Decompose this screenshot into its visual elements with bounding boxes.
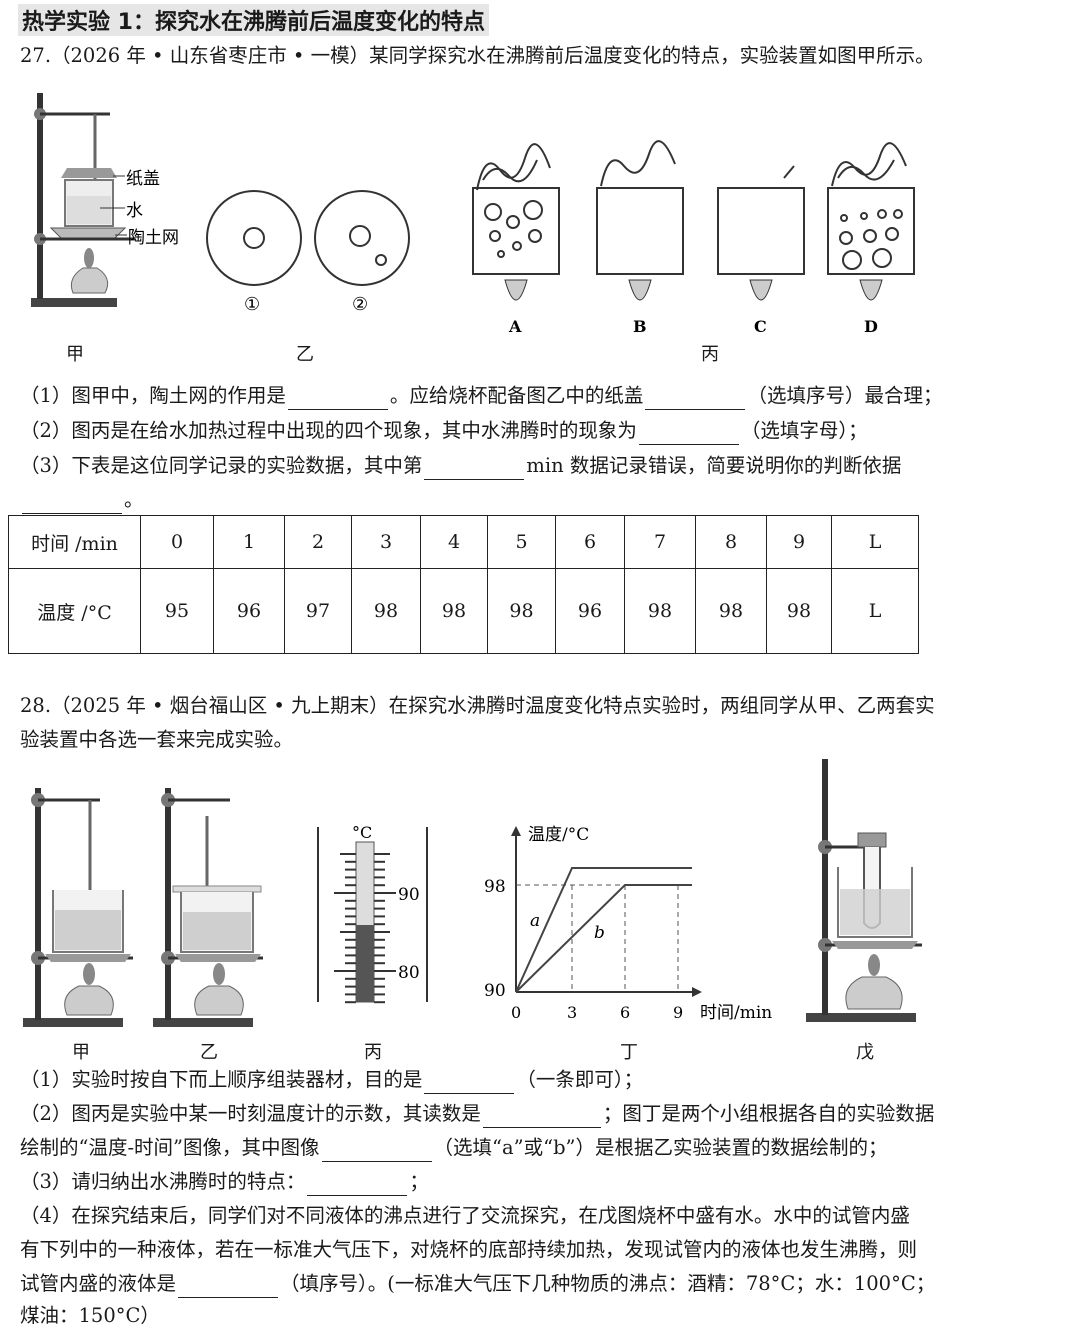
q27-stem: 27.（2026 年 • 山东省枣庄市 • 一模）某同学探究水在沸腾前后温度变化… bbox=[20, 44, 935, 67]
thermo-unit: °C bbox=[352, 823, 372, 842]
q28-sub3: （3）请归纳出水沸腾时的特点：； bbox=[20, 1168, 429, 1196]
caption-q28-jia: 甲 bbox=[72, 1042, 90, 1063]
answer-blank-gauze[interactable] bbox=[287, 389, 388, 410]
q28-figure-apparatus-jia-yi bbox=[23, 788, 263, 1027]
q27-sub1: （1）图甲中，陶土网的作用是。应给烧杯配备图乙中的纸盖（选填序号）最合理； bbox=[20, 382, 942, 410]
table-cell: 0 bbox=[140, 515, 214, 569]
table-cell: 96 bbox=[213, 568, 285, 654]
q27-figure-lids: ① ② bbox=[206, 190, 410, 315]
thermo-mark-80: 80 bbox=[398, 963, 420, 983]
table-cell: 98 bbox=[420, 568, 488, 654]
graph-xtick-9: 9 bbox=[673, 1003, 683, 1022]
graph-xtick-3: 3 bbox=[567, 1003, 577, 1022]
table-cell: 98 bbox=[487, 568, 556, 654]
q27-sub3-cont: 。 bbox=[20, 486, 144, 514]
q28-sub2-cont: 绘制的“温度-时间”图像，其中图像（选填“a”或“b”）是根据乙实验装置的数据绘… bbox=[20, 1134, 888, 1162]
answer-blank-lid[interactable] bbox=[645, 389, 746, 410]
label-water: 水 bbox=[126, 201, 143, 221]
graph-line-a bbox=[515, 867, 692, 993]
q27-data-table: 时间 /min 0 1 2 3 4 5 6 7 8 9 L 温度 /°C 95 … bbox=[8, 515, 919, 654]
answer-blank-thermo-reading[interactable] bbox=[482, 1107, 601, 1128]
q27-figure-apparatus: 纸盖 水 陶土网 bbox=[31, 93, 179, 307]
q28-sub4-3: 试管内盛的液体是（填序号）。(一标准大气压下几种物质的沸点：酒精：78°C；水：… bbox=[20, 1270, 935, 1298]
q28-sub4-4: 煤油：150°C） bbox=[20, 1304, 160, 1327]
q28-sub2: （2）图丙是实验中某一时刻温度计的示数，其读数是；图丁是两个小组根据各自的实验数… bbox=[20, 1100, 934, 1128]
answer-blank-reason[interactable] bbox=[22, 493, 122, 514]
caption-q28-wu: 戊 bbox=[856, 1042, 874, 1063]
graph-xtick-0: 0 bbox=[511, 1003, 521, 1022]
phenomenon-c: C bbox=[754, 317, 767, 336]
answer-blank-boiling-feature[interactable] bbox=[307, 1175, 408, 1196]
answer-blank-liquid[interactable] bbox=[178, 1277, 279, 1298]
q28-figure-graph: 温度/°C 98 90 0 3 6 9 时间/min a b bbox=[484, 825, 772, 1023]
caption-q27-jia: 甲 bbox=[66, 344, 84, 365]
graph-ylabel: 温度/°C bbox=[528, 825, 589, 845]
graph-ytick-98: 98 bbox=[484, 877, 506, 897]
table-cell: L bbox=[831, 515, 919, 569]
table-cell: 98 bbox=[695, 568, 767, 654]
table-cell: L bbox=[831, 568, 919, 654]
lid-option-2: ② bbox=[352, 294, 368, 315]
table-cell: 95 bbox=[140, 568, 214, 654]
answer-blank-wrong-minute[interactable] bbox=[424, 459, 525, 480]
graph-xtick-6: 6 bbox=[620, 1003, 630, 1022]
q28-sub4-1: （4）在探究结束后，同学们对不同液体的沸点进行了交流探究，在戊图烧杯中盛有水。水… bbox=[20, 1204, 910, 1227]
table-cell: 96 bbox=[555, 568, 625, 654]
table-cell: 6 bbox=[555, 515, 625, 569]
q28-sub1: （1）实验时按自下而上顺序组装器材，目的是（一条即可）； bbox=[20, 1066, 643, 1094]
table-cell: 8 bbox=[695, 515, 767, 569]
table-cell: 3 bbox=[351, 515, 421, 569]
lid-option-1: ① bbox=[244, 294, 260, 315]
table-cell: 7 bbox=[624, 515, 696, 569]
q27-figure-phenomena: A B C D bbox=[472, 140, 915, 336]
q28-stem-1: 28.（2025 年 • 烟台福山区 • 九上期末）在探究水沸腾时温度变化特点实… bbox=[20, 694, 935, 717]
q28-stem-2: 验装置中各选一套来完成实验。 bbox=[20, 728, 294, 751]
thermo-mark-90: 90 bbox=[398, 885, 420, 905]
graph-xlabel: 时间/min bbox=[700, 1003, 772, 1023]
q27-sub2: （2）图丙是在给水加热过程中出现的四个现象，其中水沸腾时的现象为（选填字母）； bbox=[20, 417, 868, 445]
caption-q28-ding: 丁 bbox=[620, 1042, 638, 1063]
caption-q28-bing: 丙 bbox=[364, 1042, 382, 1063]
caption-q27-bing: 丙 bbox=[701, 344, 719, 365]
phenomenon-d: D bbox=[864, 317, 878, 336]
graph-ytick-90: 90 bbox=[484, 981, 506, 1001]
label-paper-lid: 纸盖 bbox=[126, 169, 160, 189]
table-cell: 1 bbox=[213, 515, 285, 569]
q28-sub4-2: 有下列中的一种液体，若在一标准大气压下，对烧杯的底部持续加热，发现试管内的液体也… bbox=[20, 1238, 918, 1261]
q28-figure-apparatus-wu bbox=[806, 759, 922, 1022]
caption-q27-yi: 乙 bbox=[296, 344, 314, 365]
answer-blank-graph-choice[interactable] bbox=[321, 1141, 432, 1162]
caption-q28-yi: 乙 bbox=[200, 1042, 218, 1063]
table-cell: 9 bbox=[766, 515, 832, 569]
table-header-temp: 温度 /°C bbox=[8, 568, 141, 654]
table-cell: 97 bbox=[284, 568, 352, 654]
q28-figure-thermometer: °C 90 80 bbox=[317, 823, 428, 1004]
graph-line-b bbox=[515, 884, 692, 993]
table-cell: 98 bbox=[766, 568, 832, 654]
table-cell: 4 bbox=[420, 515, 488, 569]
section-title: 热学实验 1：探究水在沸腾前后温度变化的特点 bbox=[18, 4, 489, 36]
table-cell: 5 bbox=[487, 515, 556, 569]
label-gauze: 陶土网 bbox=[128, 228, 179, 248]
phenomenon-b: B bbox=[633, 317, 647, 336]
phenomenon-a: A bbox=[508, 317, 522, 336]
table-cell: 98 bbox=[351, 568, 421, 654]
graph-label-b: b bbox=[594, 923, 605, 943]
table-cell: 2 bbox=[284, 515, 352, 569]
graph-label-a: a bbox=[530, 911, 540, 931]
table-cell: 98 bbox=[624, 568, 696, 654]
table-header-time: 时间 /min bbox=[8, 515, 141, 569]
answer-blank-boiling-phenomenon[interactable] bbox=[638, 424, 739, 445]
answer-blank-assembly-purpose[interactable] bbox=[424, 1073, 515, 1094]
